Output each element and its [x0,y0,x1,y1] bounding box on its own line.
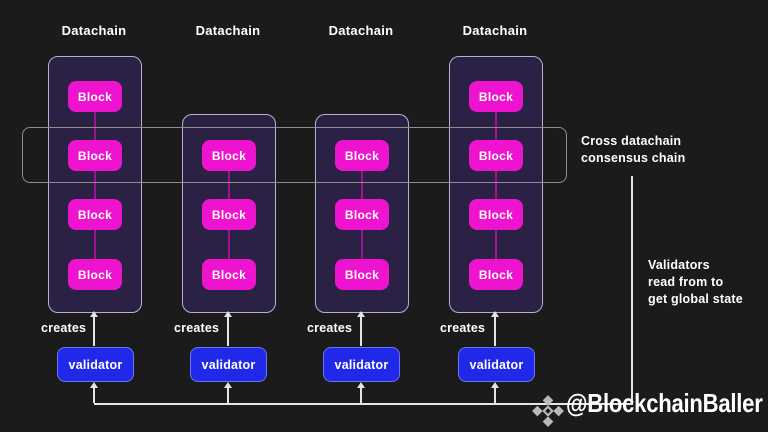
consensus-to-validators-line [631,176,633,405]
creates-label-2: creates [174,321,220,335]
feed-arrow-line [360,388,362,403]
creates-arrowhead [357,311,365,317]
creates-arrow-line [93,316,95,346]
feed-arrowhead [224,382,232,388]
datachain-label-2: Datachain [195,23,261,38]
feed-arrowhead [491,382,499,388]
creates-arrowhead [224,311,232,317]
block-node: Block [469,81,523,112]
block-node: Block [68,140,122,171]
block-chain-connector [495,96,497,274]
block-node: Block [469,199,523,230]
validator-node-4: validator [458,347,535,382]
feed-arrow-line [494,388,496,403]
datachain-label-1: Datachain [61,23,127,38]
creates-arrowhead [90,311,98,317]
diamond-logo-icon [532,395,564,427]
creates-label-3: creates [307,321,353,335]
validator-node-1: validator [57,347,134,382]
cross-consensus-chain-outline [22,127,567,183]
block-node: Block [335,140,389,171]
feed-arrow-line [227,388,229,403]
block-node: Block [68,199,122,230]
creates-arrow-line [227,316,229,346]
block-node: Block [335,259,389,290]
creates-arrow-line [360,316,362,346]
block-node: Block [202,259,256,290]
datachain-label-4: Datachain [462,23,528,38]
validator-node-2: validator [190,347,267,382]
creates-label-4: creates [440,321,486,335]
block-node: Block [335,199,389,230]
creates-arrow-line [494,316,496,346]
block-node: Block [68,81,122,112]
global-state-feed-line [94,403,632,405]
datachain-container-4: Block Block Block Block [449,56,543,313]
feed-arrowhead [357,382,365,388]
validator-node-3: validator [323,347,400,382]
block-node: Block [469,259,523,290]
datachain-container-1: Block Block Block Block [48,56,142,313]
block-chain-connector [94,96,96,274]
feed-arrow-line [93,388,95,403]
datachain-container-3: Block Block Block [315,114,409,313]
datachain-container-2: Block Block Block [182,114,276,313]
block-node: Block [202,140,256,171]
cross-consensus-chain-label: Cross datachain consensus chain [581,134,686,165]
block-node: Block [202,199,256,230]
block-node: Block [68,259,122,290]
datachain-label-3: Datachain [328,23,394,38]
feed-arrowhead [90,382,98,388]
social-handle: @BlockchainBaller [566,388,763,418]
creates-arrowhead [491,311,499,317]
creates-label-1: creates [41,321,87,335]
validators-read-note: Validators read from to get global state [648,258,743,306]
block-node: Block [469,140,523,171]
